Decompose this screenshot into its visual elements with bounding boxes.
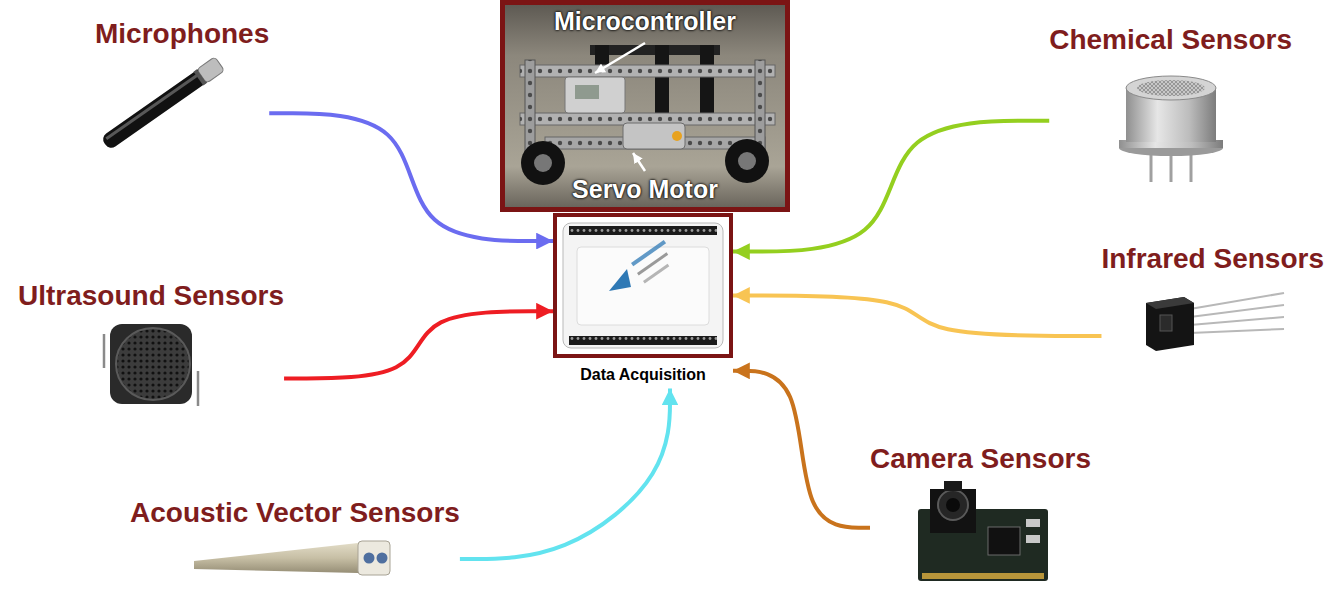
sensor-node: Ultrasound Sensors xyxy=(18,280,284,411)
callout-label: Servo Motor xyxy=(572,175,718,204)
callout-label: Microcontroller xyxy=(554,7,736,36)
signal-arrow xyxy=(733,371,870,528)
sensor-label: Acoustic Vector Sensors xyxy=(130,497,460,529)
acoustic-vector-sensor-picture xyxy=(190,533,400,583)
signal-arrow xyxy=(733,295,1101,336)
sensor-label: Infrared Sensors xyxy=(1101,243,1324,275)
signal-arrow xyxy=(460,388,670,559)
sensor-node: Camera Sensors xyxy=(870,443,1091,584)
camera-sensor-picture xyxy=(908,479,1053,584)
sensor-node: Infrared Sensors xyxy=(1101,243,1324,359)
sensor-label: Microphones xyxy=(95,18,269,50)
sensor-label: Camera Sensors xyxy=(870,443,1091,475)
signal-arrow xyxy=(284,311,553,378)
sensor-node: Acoustic Vector Sensors xyxy=(130,497,460,583)
robot-photo-box: MicrocontrollerServo Motor xyxy=(500,0,790,212)
chemical-sensor-picture xyxy=(1106,60,1236,185)
sensor-node: Microphones xyxy=(95,18,269,154)
microphone-picture xyxy=(95,54,240,154)
daq-box: Data Acquisition xyxy=(553,213,733,388)
daq-frame xyxy=(553,213,733,358)
data-acquisition-device xyxy=(557,217,729,354)
caption: Data Acquisition xyxy=(580,366,706,384)
sensor-label: Ultrasound Sensors xyxy=(18,280,284,312)
sensor-label: Chemical Sensors xyxy=(1049,24,1292,56)
infrared-sensor-picture xyxy=(1138,279,1288,359)
ultrasound-sensor-picture xyxy=(96,316,206,411)
sensor-node: Chemical Sensors xyxy=(1049,24,1292,185)
